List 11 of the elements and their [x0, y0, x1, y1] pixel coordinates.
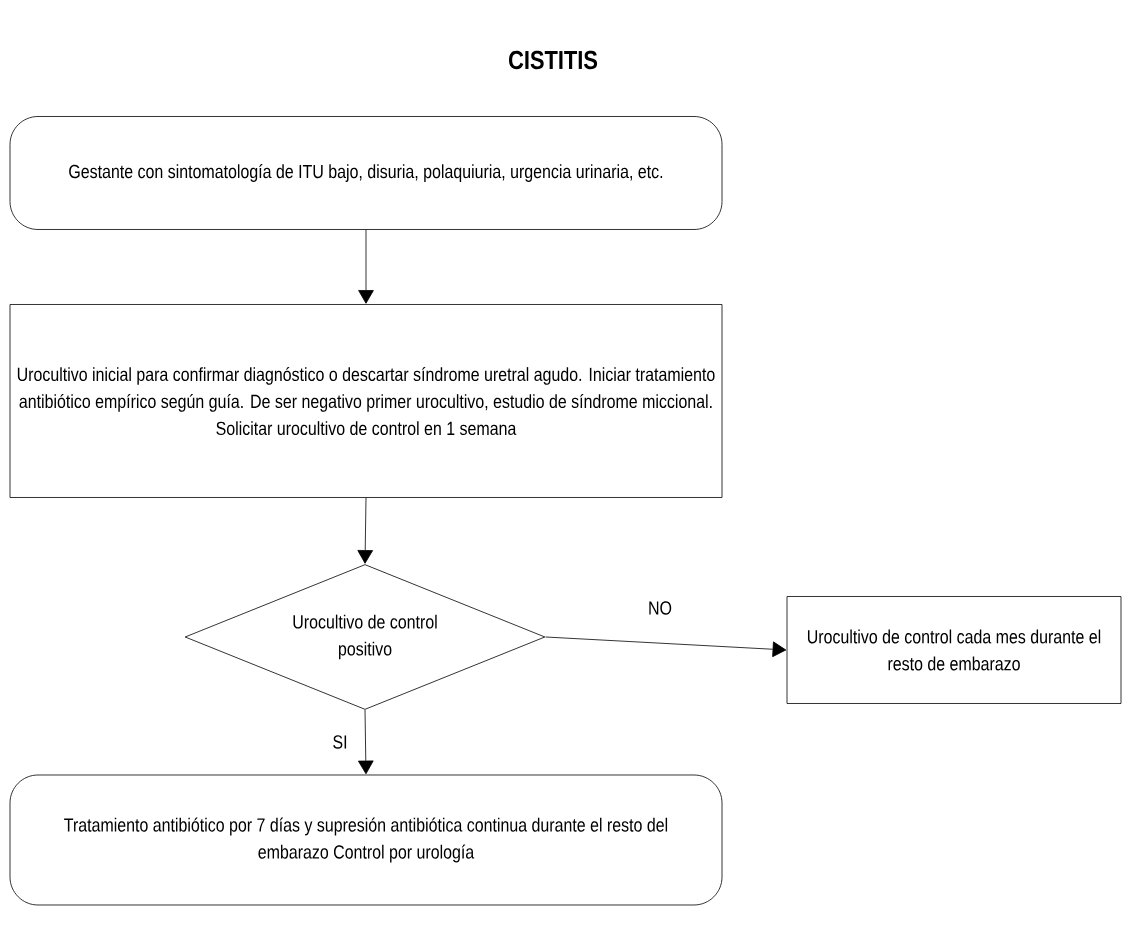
end-box: Tratamiento antibiótico por 7 días y supresión antibiótica continua durante el resto del embarazo Control por urología — [9, 774, 723, 906]
edge-label: NO — [646, 599, 674, 617]
arrow — [358, 229, 374, 304]
edge-label: SI — [330, 733, 350, 751]
arrow — [357, 497, 373, 564]
start-box: Gestante con sintomatología de ITU bajo, disuria, polaquiuria, urgencia urinaria, etc. — [9, 116, 723, 230]
process-box: Urocultivo de control cada mes durante el resto de embarazo — [786, 596, 1122, 704]
arrow — [358, 709, 374, 775]
arrow — [545, 636, 787, 658]
process-box: Urocultivo inicial para confirmar diagnóstico o descartar síndrome uretral agudo. Iniciar tratamiento antibiótico empírico según guía. De ser negativo primer urocultivo, estudio de síndrome miccional. Solicitar urocultivo de control en 1 semana — [9, 304, 723, 498]
title: CISTITIS — [509, 50, 598, 70]
